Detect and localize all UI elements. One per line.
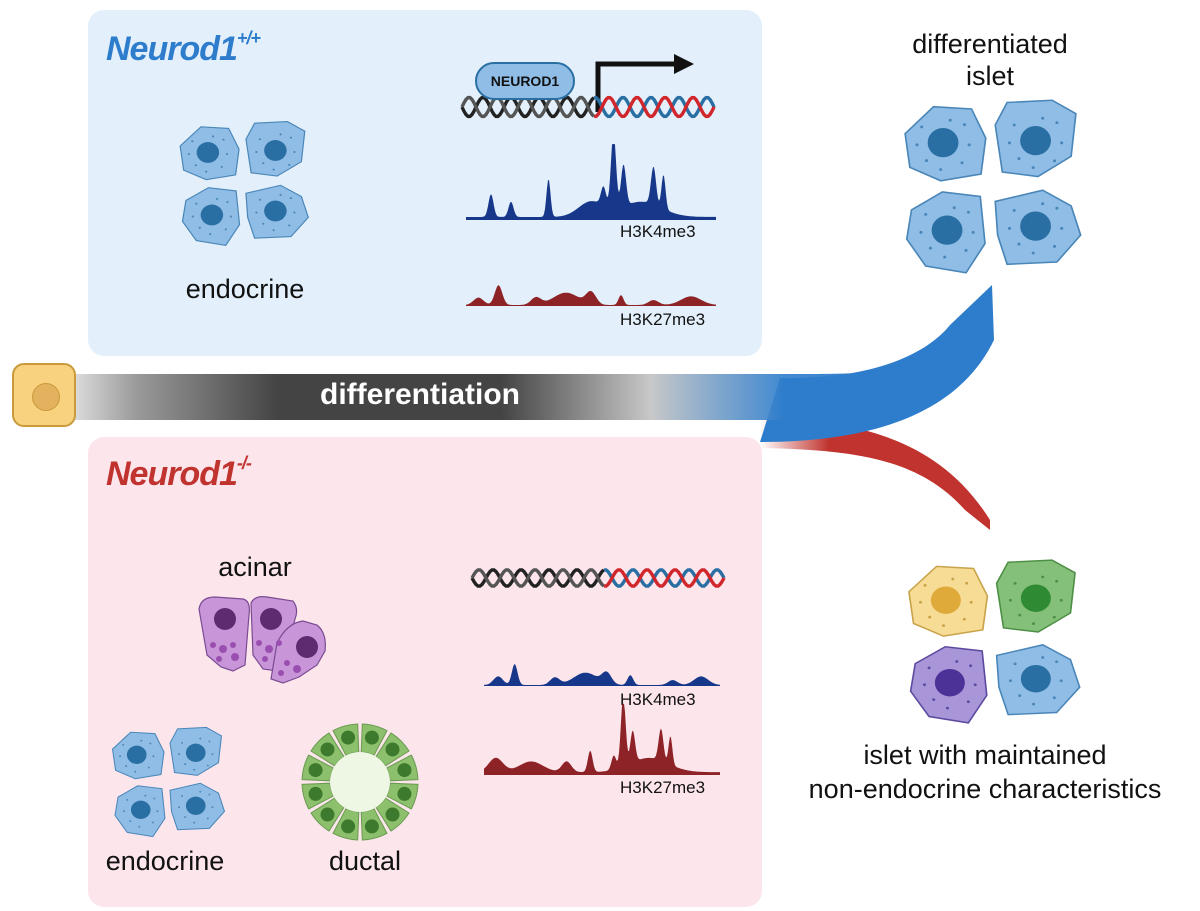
cell-icon bbox=[169, 726, 223, 776]
wildtype-title: Neurod1+/+ bbox=[106, 27, 261, 69]
signal-area bbox=[484, 664, 720, 686]
cell-icon bbox=[111, 731, 165, 780]
cell-icon bbox=[909, 645, 988, 724]
mixed-islet-cluster-icon bbox=[908, 559, 1081, 724]
cell-icon bbox=[994, 189, 1082, 266]
cell-icon bbox=[904, 105, 987, 182]
cell-icon bbox=[995, 559, 1076, 633]
wt-h3k27me3-label: H3K27me3 bbox=[620, 310, 706, 329]
mixed-islet-label: islet with maintained non-endocrine char… bbox=[770, 738, 1200, 806]
wt-h3k27me3-track-icon bbox=[466, 285, 716, 306]
acinar-label: acinar bbox=[218, 552, 292, 582]
differentiation-arrow bbox=[70, 285, 994, 530]
dna-strand bbox=[593, 95, 716, 119]
cell-icon bbox=[905, 191, 986, 274]
cell-icon bbox=[181, 187, 241, 247]
wildtype-genotype: +/+ bbox=[236, 27, 261, 48]
cell-icon bbox=[908, 565, 989, 637]
mixed-label-line1: islet with maintained bbox=[863, 740, 1107, 770]
differentiated-label-line1: differentiated bbox=[912, 29, 1068, 59]
knockout-branch-arrow bbox=[760, 418, 990, 530]
ductal-lumen bbox=[330, 752, 390, 812]
ko-endocrine-label: endocrine bbox=[105, 846, 225, 876]
ductal-label: ductal bbox=[328, 846, 402, 876]
knockout-gene-name: Neurod1 bbox=[106, 455, 238, 493]
progenitor-cell-icon bbox=[12, 363, 76, 427]
signal-area bbox=[466, 144, 716, 220]
progenitor-nucleus-icon bbox=[32, 383, 60, 411]
wildtype-gene-name: Neurod1 bbox=[106, 30, 238, 68]
mixed-label-line2: non-endocrine characteristics bbox=[808, 774, 1162, 804]
wt-h3k4me3-track-icon bbox=[466, 144, 716, 220]
ko-h3k4me3-track-icon bbox=[484, 664, 720, 686]
cell-icon bbox=[994, 99, 1077, 178]
knockout-title: Neurod1-/- bbox=[106, 452, 252, 494]
differentiated-islet-cluster-icon bbox=[904, 99, 1082, 274]
cell-icon bbox=[114, 785, 166, 838]
cell-icon bbox=[245, 184, 309, 239]
wt-h3k4me3-label: H3K4me3 bbox=[620, 222, 696, 241]
acinar-cells-icon bbox=[198, 596, 326, 684]
ko-h3k27me3-track-icon bbox=[484, 703, 720, 775]
ko-h3k27me3-label: H3K27me3 bbox=[620, 778, 706, 797]
dna-strand bbox=[593, 95, 716, 119]
signal-area bbox=[484, 703, 720, 775]
signal-area bbox=[466, 285, 716, 306]
ko-endocrine-cluster-icon bbox=[111, 726, 226, 838]
wildtype-panel bbox=[88, 10, 762, 356]
cell-icon bbox=[169, 782, 226, 831]
neurod1-label: NEUROD1 bbox=[490, 73, 560, 89]
ko-dna-helix-icon bbox=[470, 568, 726, 588]
ductal-structure-icon bbox=[301, 723, 419, 841]
dna-strand bbox=[470, 568, 606, 588]
dna-strand bbox=[470, 568, 606, 588]
ko-h3k4me3-label: H3K4me3 bbox=[620, 690, 696, 709]
dna-strand bbox=[604, 568, 726, 588]
promoter-arrow-icon bbox=[595, 54, 694, 112]
cell-icon bbox=[245, 121, 306, 177]
endocrine-cell-cluster-icon bbox=[179, 121, 309, 247]
differentiated-label-line2: islet bbox=[965, 61, 1014, 91]
dna-strand bbox=[604, 568, 726, 588]
cell-icon bbox=[179, 126, 240, 181]
wildtype-endocrine-label: endocrine bbox=[185, 274, 305, 304]
differentiation-label: differentiation bbox=[320, 378, 520, 411]
differentiated-islet-label: differentiated islet bbox=[880, 28, 1100, 92]
neurod1-protein-badge: NEUROD1 bbox=[475, 62, 575, 100]
cell-icon bbox=[995, 644, 1081, 716]
knockout-genotype: -/- bbox=[236, 452, 252, 473]
